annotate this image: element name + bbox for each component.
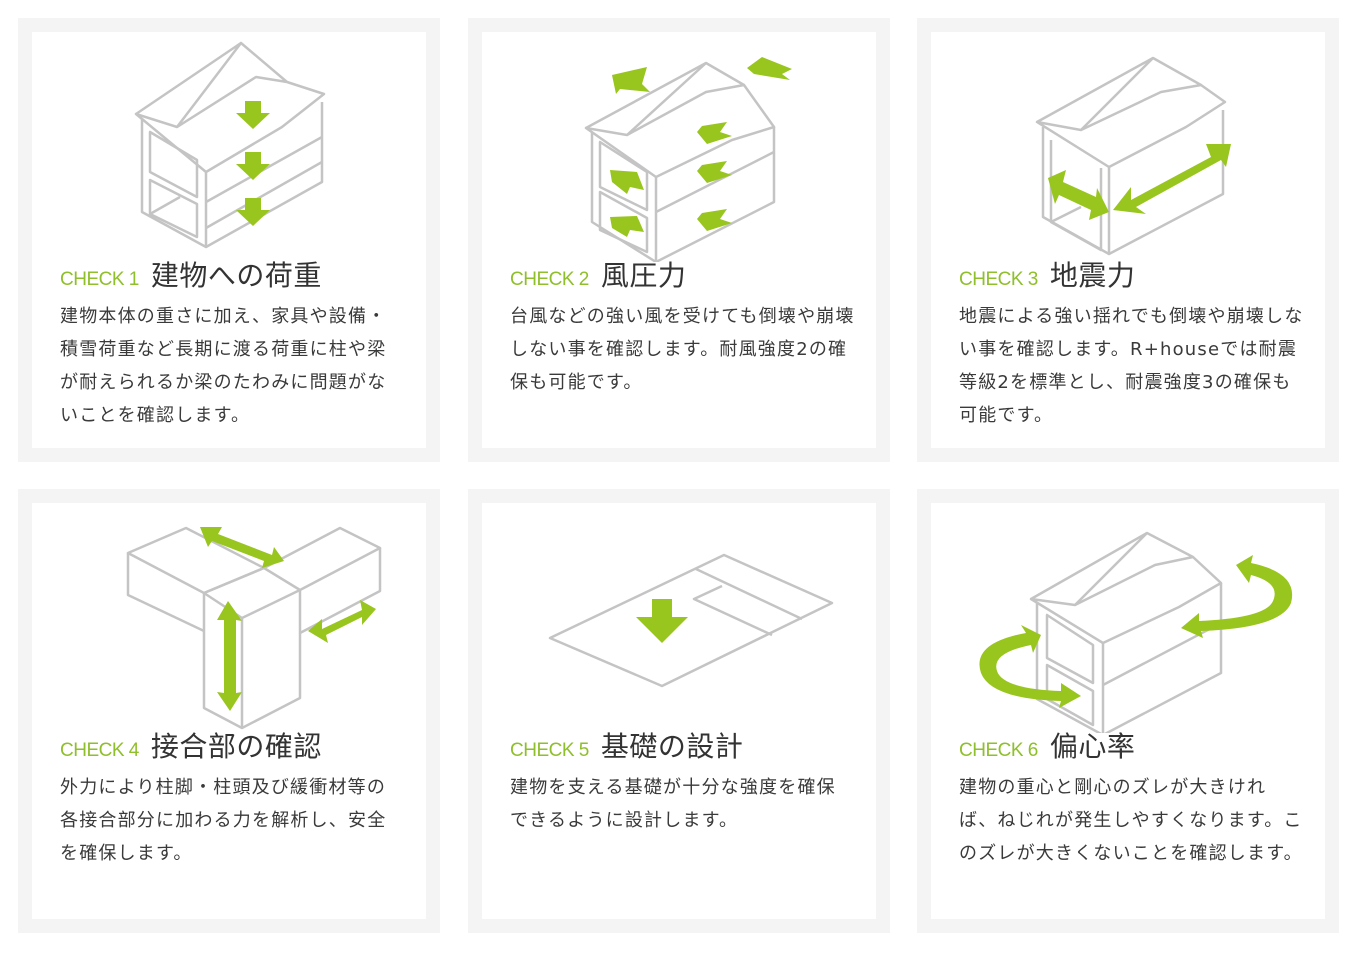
card-description: 建物の重心と剛心のズレが大きければ、ねじれが発生しやすくなります。このズレが大き… — [959, 777, 1303, 864]
card-heading: CHECK 4 接合部の確認 — [60, 725, 322, 765]
joint-forces-icon — [32, 503, 426, 733]
check-label: CHECK 2 — [510, 269, 589, 290]
card-description: 地震による強い揺れでも倒壊や崩壊しない事を確認します。R+houseでは耐震等級… — [959, 306, 1304, 426]
house-wind-pressure-icon — [482, 32, 876, 262]
card-heading: CHECK 3 地震力 — [959, 254, 1135, 294]
card-heading: CHECK 6 偏心率 — [959, 725, 1135, 765]
card-heading: CHECK 2 風圧力 — [510, 254, 686, 294]
card-title: 基礎の設計 — [600, 730, 744, 763]
card-title: 風圧力 — [600, 259, 687, 292]
check-label: CHECK 1 — [60, 269, 139, 290]
card-title: 建物への荷重 — [150, 259, 322, 292]
house-seismic-force-icon — [931, 32, 1325, 262]
card-description: 台風などの強い風を受けても倒壊や崩壊しない事を確認します。耐風強度2の確保も可能… — [510, 306, 855, 393]
check-label: CHECK 3 — [959, 269, 1038, 290]
card-title: 偏心率 — [1049, 730, 1136, 763]
card-heading: CHECK 5 基礎の設計 — [510, 725, 743, 765]
foundation-load-icon — [482, 503, 876, 733]
house-torsion-icon — [931, 503, 1325, 733]
check-card-6: CHECK 6 偏心率 建物の重心と剛心のズレが大きければ、ねじれが発生しやすく… — [917, 489, 1339, 933]
house-vertical-load-icon — [32, 32, 426, 262]
check-card-5: CHECK 5 基礎の設計 建物を支える基礎が十分な強度を確保できるように設計し… — [468, 489, 890, 933]
card-title: 地震力 — [1049, 259, 1136, 292]
card-description: 建物本体の重さに加え、家具や設備・積雪荷重など長期に渡る荷重に柱や梁が耐えられる… — [60, 306, 387, 426]
card-description: 建物を支える基礎が十分な強度を確保できるように設計します。 — [510, 777, 836, 831]
check-card-3: CHECK 3 地震力 地震による強い揺れでも倒壊や崩壊しない事を確認します。R… — [917, 18, 1339, 462]
check-label: CHECK 5 — [510, 740, 589, 761]
card-description: 外力により柱脚・柱頭及び緩衝材等の各接合部分に加わる力を解析し、安全を確保します… — [60, 777, 387, 864]
check-card-4: CHECK 4 接合部の確認 外力により柱脚・柱頭及び緩衝材等の各接合部分に加わ… — [18, 489, 440, 933]
check-card-2: CHECK 2 風圧力 台風などの強い風を受けても倒壊や崩壊しない事を確認します… — [468, 18, 890, 462]
card-heading: CHECK 1 建物への荷重 — [60, 254, 322, 294]
check-card-1: CHECK 1 建物への荷重 建物本体の重さに加え、家具や設備・積雪荷重など長期… — [18, 18, 440, 462]
card-title: 接合部の確認 — [150, 730, 322, 763]
check-label: CHECK 6 — [959, 740, 1038, 761]
check-label: CHECK 4 — [60, 740, 139, 761]
